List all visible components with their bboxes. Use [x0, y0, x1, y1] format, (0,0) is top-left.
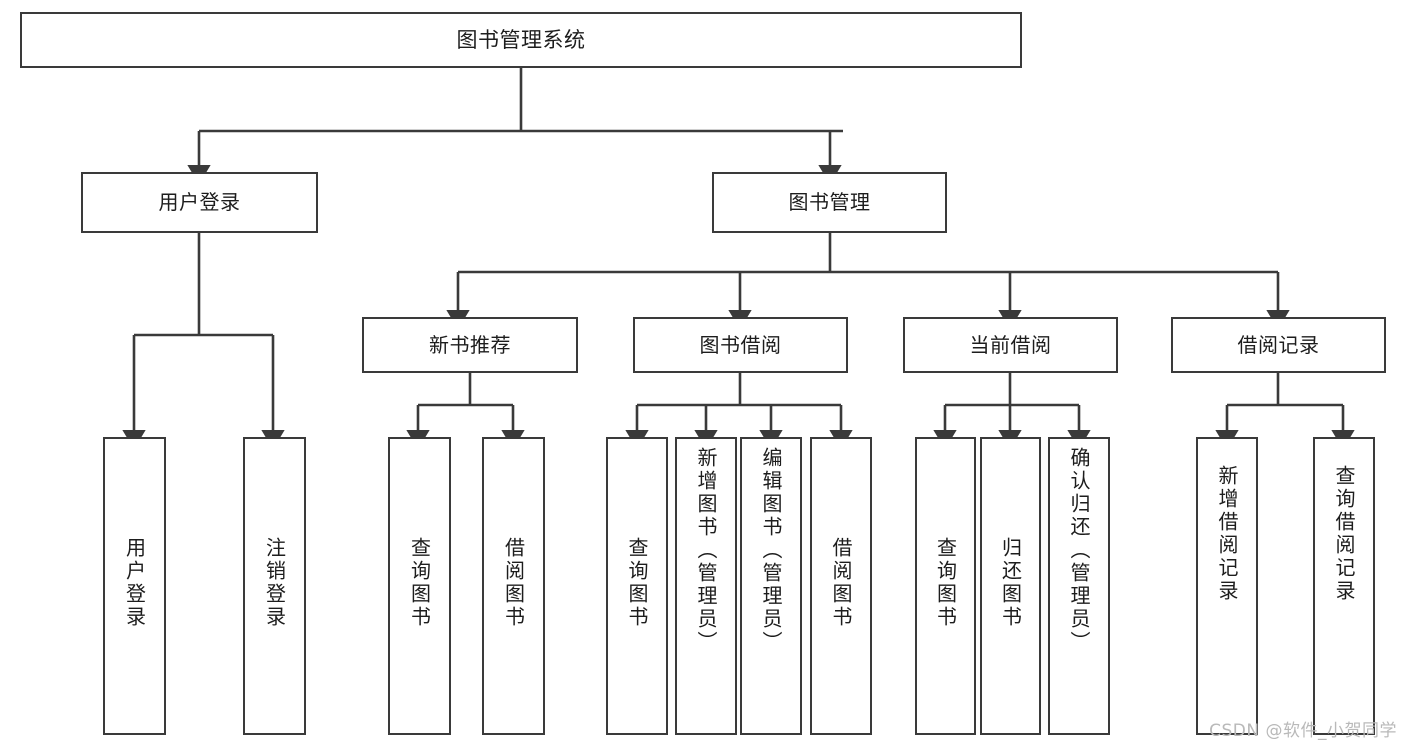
- leaf-record-query-borrow-record[interactable]: 查询借阅记录: [1313, 437, 1375, 735]
- node-label: 用户登录: [158, 190, 241, 214]
- node-label: 借阅记录: [1237, 332, 1320, 357]
- node-label: 注销登录: [262, 537, 287, 629]
- node-label: 新增图书（管理员）: [694, 447, 718, 654]
- node-label: 图书管理: [788, 190, 871, 214]
- csdn-watermark: CSDN @软件_小贺同学: [1209, 721, 1397, 741]
- leaf-current-query-book[interactable]: 查询图书: [915, 437, 976, 735]
- node-label: 借阅图书: [829, 537, 853, 629]
- node-new-book-recommend[interactable]: 新书推荐: [362, 317, 578, 373]
- node-label: 图书管理系统: [456, 27, 586, 52]
- leaf-borrow-query-book[interactable]: 查询图书: [606, 437, 668, 735]
- node-label: 查询图书: [407, 537, 432, 629]
- node-book-management-system[interactable]: 图书管理系统: [20, 12, 1022, 68]
- node-label: 当前借阅: [969, 332, 1052, 357]
- leaf-current-return-book[interactable]: 归还图书: [980, 437, 1041, 735]
- node-current-borrow[interactable]: 当前借阅: [903, 317, 1118, 373]
- node-label: 确认归还（管理员）: [1067, 447, 1091, 654]
- leaf-user-logout[interactable]: 注销登录: [243, 437, 306, 735]
- leaf-user-login[interactable]: 用户登录: [103, 437, 166, 735]
- node-book-borrow[interactable]: 图书借阅: [633, 317, 848, 373]
- node-book-management[interactable]: 图书管理: [712, 172, 947, 233]
- node-label: 新书推荐: [429, 332, 511, 357]
- node-label: 编辑图书（管理员）: [759, 447, 783, 654]
- leaf-borrow-add-book-admin[interactable]: 新增图书（管理员）: [675, 437, 737, 735]
- leaf-newbook-borrow-book[interactable]: 借阅图书: [482, 437, 545, 735]
- node-user-login[interactable]: 用户登录: [81, 172, 318, 233]
- leaf-newbook-query-book[interactable]: 查询图书: [388, 437, 451, 735]
- node-label: 用户登录: [122, 537, 147, 629]
- node-label: 查询图书: [933, 537, 958, 629]
- node-borrow-record[interactable]: 借阅记录: [1171, 317, 1386, 373]
- node-label: 借阅图书: [501, 537, 526, 629]
- leaf-borrow-lend-book[interactable]: 借阅图书: [810, 437, 872, 735]
- leaf-borrow-edit-book-admin[interactable]: 编辑图书（管理员）: [740, 437, 802, 735]
- leaf-current-confirm-return-admin[interactable]: 确认归还（管理员）: [1048, 437, 1110, 735]
- node-label: 查询借阅记录: [1332, 465, 1356, 603]
- node-label: 图书借阅: [699, 332, 782, 357]
- leaf-record-add-borrow-record[interactable]: 新增借阅记录: [1196, 437, 1258, 735]
- node-label: 新增借阅记录: [1215, 465, 1239, 603]
- node-label: 归还图书: [998, 537, 1023, 629]
- node-label: 查询图书: [625, 537, 649, 629]
